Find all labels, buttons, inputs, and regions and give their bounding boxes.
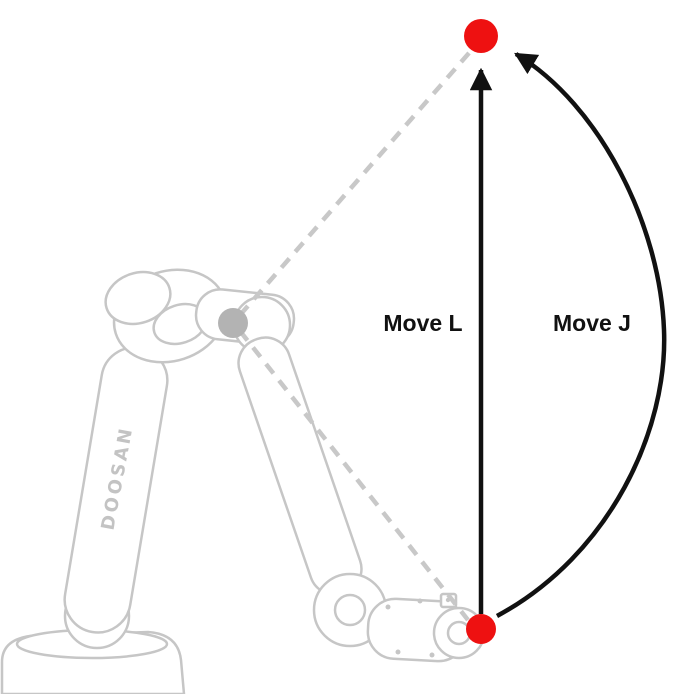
move-l-label: Move L: [383, 310, 462, 336]
robot-wrist-joint-inner: [333, 593, 367, 627]
target-waypoint-dot: [464, 19, 498, 53]
robot-shoulder-cap: [104, 270, 172, 326]
dashed-line-to-target: [238, 43, 478, 317]
move-j-label: Move J: [553, 310, 631, 336]
robot-screw-details: [385, 597, 451, 658]
elbow-waypoint-dot: [218, 308, 248, 338]
move-j-arc: [495, 52, 667, 618]
start-waypoint-dot: [466, 614, 496, 644]
